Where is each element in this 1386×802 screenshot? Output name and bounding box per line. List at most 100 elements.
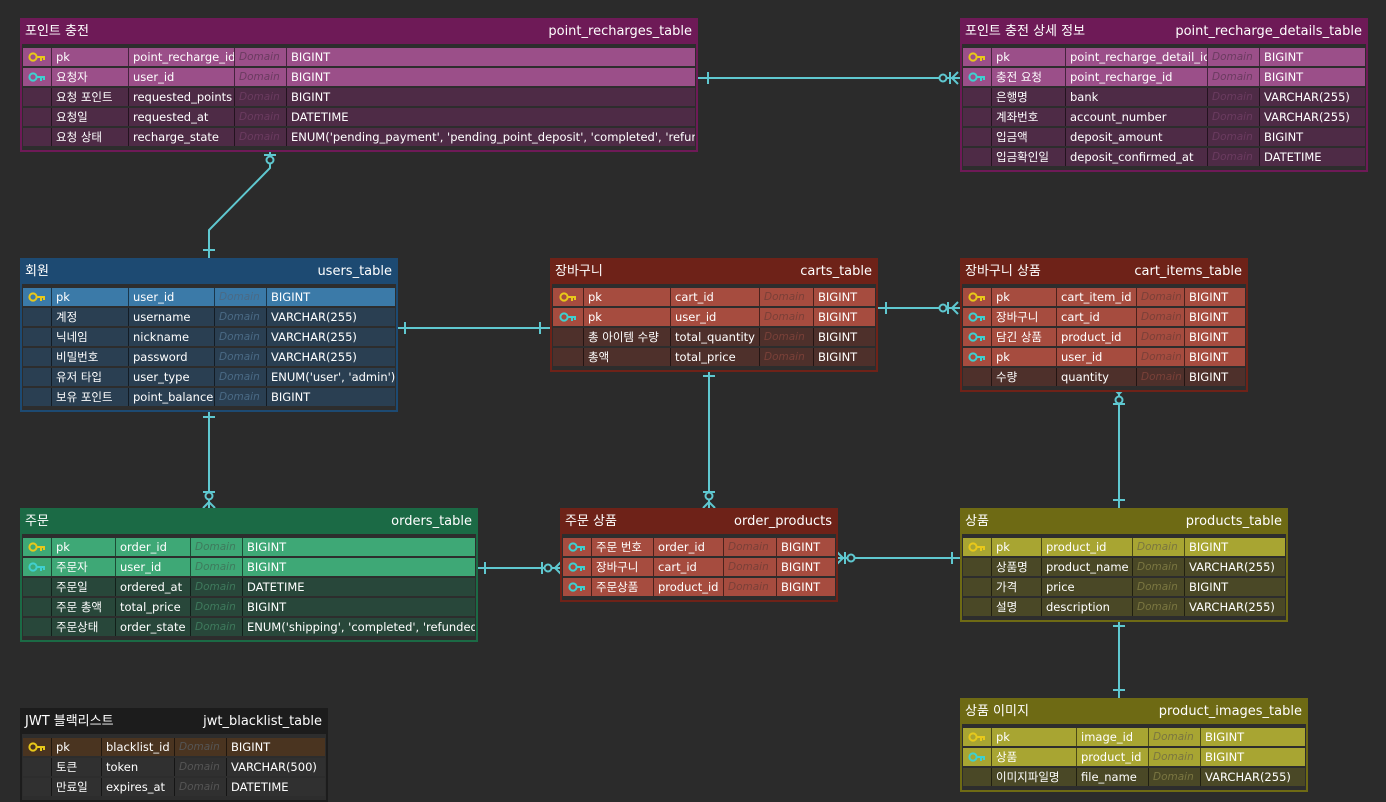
column-domain: Domain bbox=[1137, 368, 1185, 386]
column-domain: Domain bbox=[191, 558, 243, 576]
table-name: products_table bbox=[1185, 514, 1282, 529]
column-domain: Domain bbox=[1133, 578, 1185, 596]
column-name: image_id bbox=[1077, 728, 1149, 746]
column-name: product_id bbox=[1042, 538, 1133, 556]
column-label: pk bbox=[52, 738, 102, 756]
column-domain: Domain bbox=[235, 128, 287, 146]
column-domain: Domain bbox=[191, 578, 243, 596]
column-domain: Domain bbox=[724, 558, 777, 576]
column-type: VARCHAR(255) bbox=[267, 328, 395, 346]
column-type: BIGINT bbox=[777, 558, 835, 576]
table-name: orders_table bbox=[391, 514, 472, 529]
column-domain: Domain bbox=[1208, 128, 1260, 146]
table-title: 장바구니 bbox=[555, 264, 603, 279]
column-domain: Domain bbox=[760, 348, 814, 366]
table-title: 주문 bbox=[25, 514, 49, 529]
column-type: BIGINT bbox=[243, 538, 475, 556]
column-name: product_name bbox=[1042, 558, 1133, 576]
column-name: username bbox=[129, 308, 215, 326]
column-domain: Domain bbox=[1137, 288, 1185, 306]
column-label: pk bbox=[52, 288, 129, 306]
column-type: VARCHAR(255) bbox=[1185, 558, 1285, 576]
column-label: pk bbox=[992, 48, 1066, 66]
column-type: VARCHAR(255) bbox=[267, 308, 395, 326]
optional-marker bbox=[846, 553, 856, 563]
column-name: cart_item_id bbox=[1057, 288, 1137, 306]
empty-key-slot bbox=[23, 128, 52, 146]
column-label: 총액 bbox=[584, 348, 671, 366]
foreign-key-icon bbox=[563, 578, 592, 596]
table-name: order_products bbox=[734, 514, 832, 529]
table-header[interactable]: 주문 orders_table bbox=[22, 510, 476, 534]
table-name: product_images_table bbox=[1158, 704, 1302, 719]
column-type: BIGINT bbox=[814, 348, 875, 366]
column-name: user_id bbox=[1057, 348, 1137, 366]
empty-key-slot bbox=[23, 618, 52, 636]
